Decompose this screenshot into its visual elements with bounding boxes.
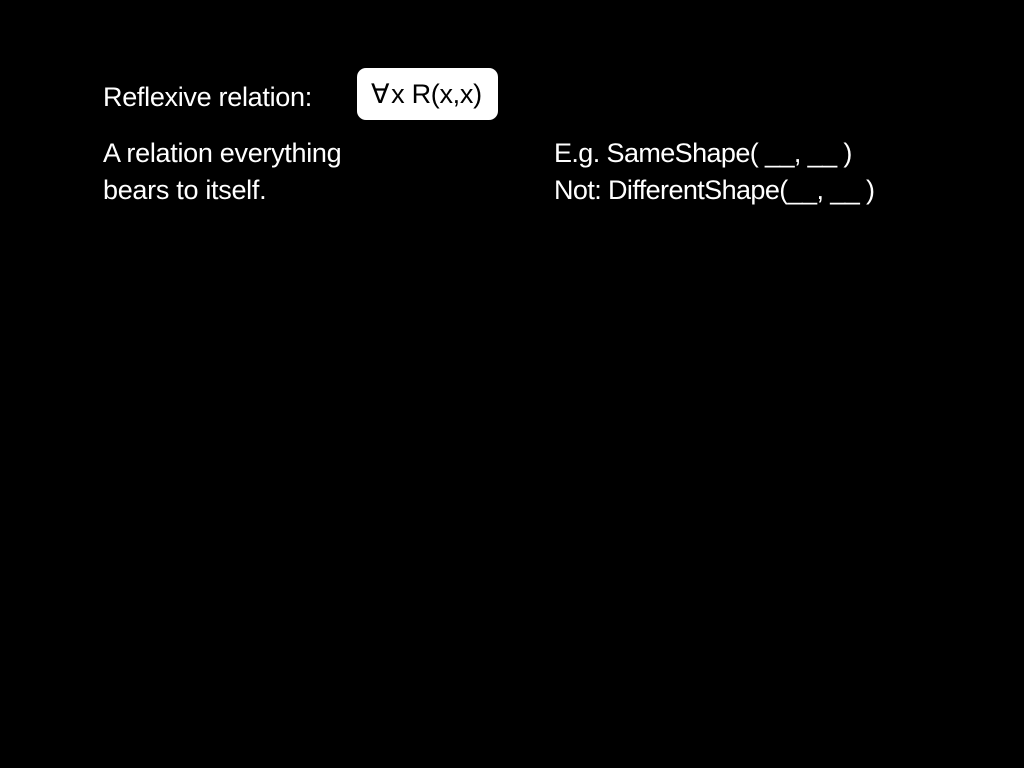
- definition-text: A relation everything bears to itself.: [103, 135, 342, 209]
- slide-heading: Reflexive relation:: [103, 82, 312, 112]
- formula-box: ∀ x R(x,x): [357, 68, 498, 120]
- forall-symbol: ∀: [371, 78, 390, 109]
- non-example-line: Not: DifferentShape(__, __ ): [554, 175, 875, 205]
- definition-line-1: A relation everything: [103, 138, 342, 168]
- definition-line-2: bears to itself.: [103, 175, 267, 205]
- formula-text: x R(x,x): [391, 78, 482, 109]
- example-line: E.g. SameShape( __, __ ): [554, 138, 852, 168]
- examples-text: E.g. SameShape( __, __ ) Not: DifferentS…: [554, 135, 875, 209]
